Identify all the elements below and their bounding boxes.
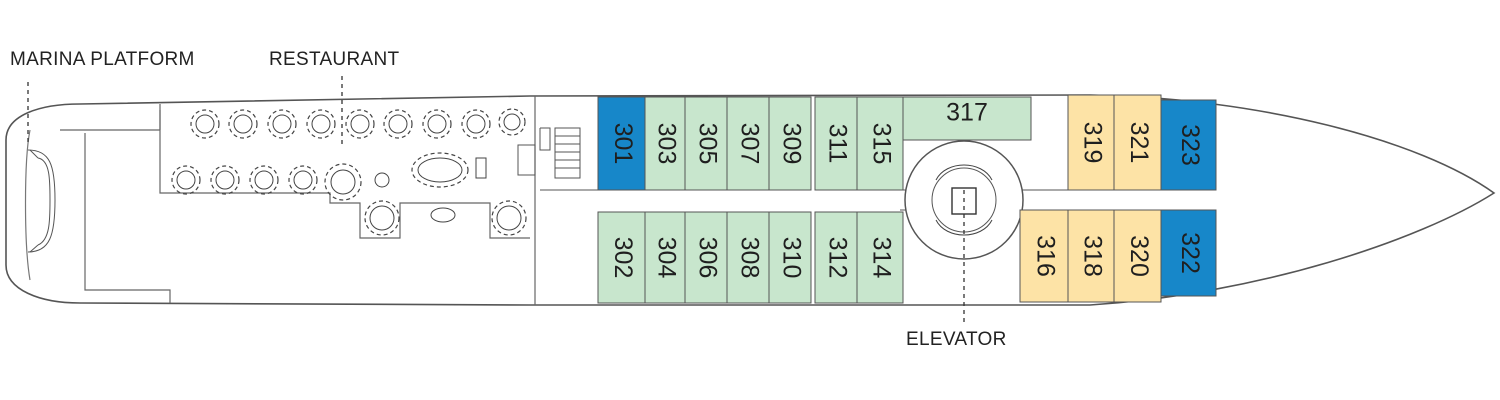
cabin-label-317: 317 [946, 99, 988, 127]
cabin-318[interactable] [1067, 209, 1115, 303]
cabin-label-312: 312 [823, 237, 851, 279]
cabin-label-315: 315 [867, 123, 895, 165]
cabin-315[interactable] [856, 96, 904, 191]
cabin-310[interactable] [768, 211, 812, 304]
cabin-label-301: 301 [609, 123, 637, 165]
cabin-label-318: 318 [1078, 235, 1106, 277]
cabin-label-316: 316 [1031, 235, 1059, 277]
cabin-311[interactable] [814, 96, 858, 191]
cabin-314[interactable] [856, 211, 904, 304]
cabin-label-321: 321 [1125, 122, 1153, 164]
cabin-label-323: 323 [1176, 124, 1204, 166]
cabin-label-302: 302 [609, 237, 637, 279]
stern-inner-line [24, 129, 31, 281]
marina-platform-label: MARINA PLATFORM [10, 49, 195, 70]
cabin-label-303: 303 [652, 123, 680, 165]
elevator-label: ELEVATOR [906, 329, 1007, 350]
restaurant-tables [176, 113, 522, 231]
cabin-label-307: 307 [735, 123, 763, 165]
cabin-label-304: 304 [652, 237, 680, 279]
restaurant-label: RESTAURANT [269, 49, 400, 70]
cabin-label-322: 322 [1176, 232, 1204, 274]
cabin-label-314: 314 [867, 237, 895, 279]
cabin-307[interactable] [726, 96, 770, 191]
cabin-309[interactable] [768, 96, 812, 191]
stern-stairs [27, 149, 56, 253]
cabin-316[interactable] [1019, 209, 1069, 303]
cabin-label-319: 319 [1078, 122, 1106, 164]
cabin-label-306: 306 [693, 237, 721, 279]
cabin-label-310: 310 [777, 237, 805, 279]
restaurant-counter [475, 157, 487, 179]
midship-stairs [517, 127, 581, 179]
cabin-322[interactable] [1160, 209, 1217, 297]
cabin-label-311: 311 [823, 124, 851, 164]
cabin-321[interactable] [1113, 94, 1162, 191]
cabin-319[interactable] [1067, 94, 1115, 191]
cabin-302[interactable] [597, 211, 646, 304]
cabin-label-320: 320 [1125, 235, 1153, 277]
cabins-layer: 301 303 305 307 309 311 315 317 319 321 323 302 304 3… [597, 94, 1217, 304]
cabin-317[interactable] [902, 96, 1032, 141]
restaurant-chairs [171, 108, 527, 236]
cabin-label-305: 305 [693, 123, 721, 165]
cabin-308[interactable] [726, 211, 770, 304]
cabin-305[interactable] [684, 96, 728, 191]
cabin-323[interactable] [1160, 99, 1217, 191]
cabin-312[interactable] [814, 211, 858, 304]
cabin-304[interactable] [644, 211, 686, 304]
cabin-label-308: 308 [735, 237, 763, 279]
cabin-320[interactable] [1113, 209, 1162, 303]
cabin-label-309: 309 [777, 123, 805, 165]
